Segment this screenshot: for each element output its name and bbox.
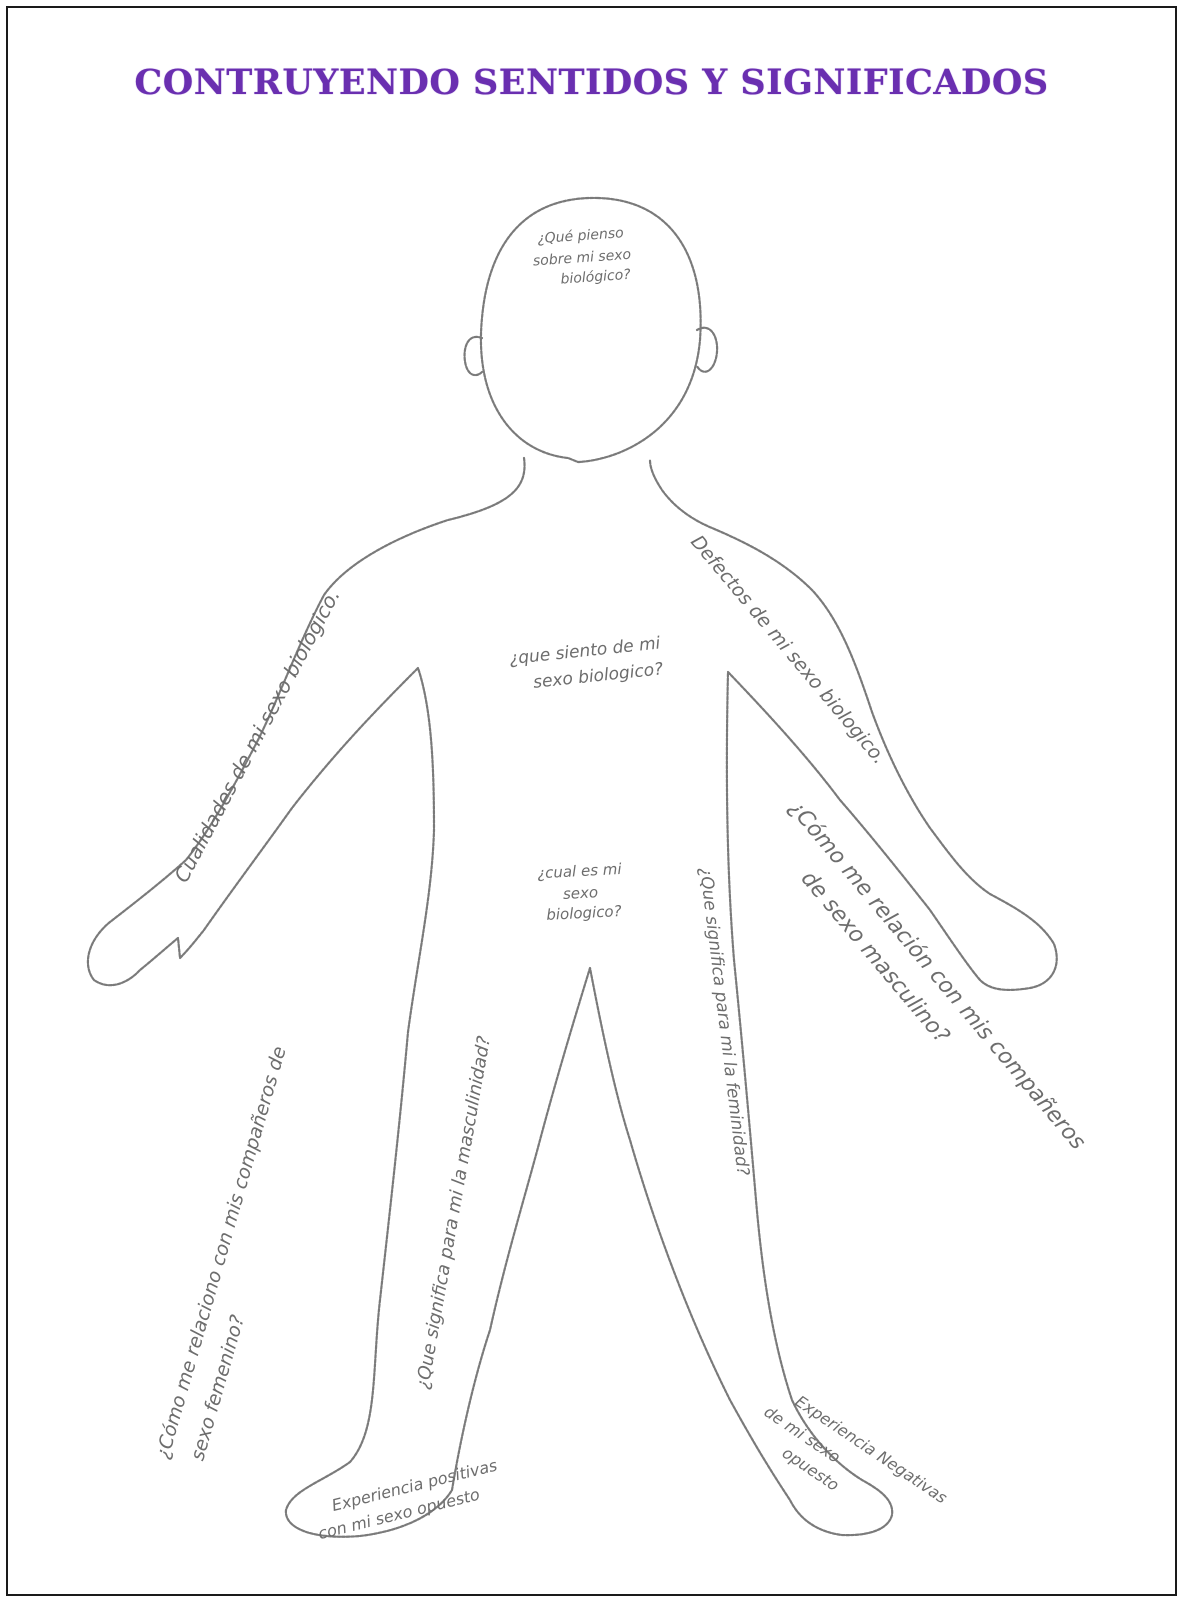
- left-arm-label: Cualidades de mi sexo biologico.: [169, 585, 345, 887]
- pelvis-question: ¿cual es mi sexo biologico?: [537, 860, 629, 925]
- pelvis-question-line: sexo: [563, 883, 599, 903]
- right-side-question-line: ¿Cómo me relación con mis compañeros: [783, 796, 1090, 1155]
- chest-question: ¿que siento de mi sexo biologico?: [508, 633, 669, 695]
- right-foot-experience: Experiencia Negativas de mi sexo opuesto: [747, 1380, 955, 1551]
- head-question-line: sobre mi sexo: [532, 247, 631, 270]
- left-leg-question: ¿Que significa para mi la masculinidad?: [412, 1034, 495, 1391]
- left-side-question: ¿Cómo me relaciono con mis compañeros de…: [152, 1038, 325, 1471]
- head-question: ¿Qué pienso sobre mi sexo biológico?: [531, 224, 638, 289]
- head-question-line: biológico?: [560, 267, 632, 288]
- handwritten-annotations: ¿Qué pienso sobre mi sexo biológico? ¿qu…: [152, 224, 1095, 1551]
- pelvis-question-line: ¿cual es mi: [537, 860, 623, 882]
- right-side-question: ¿Cómo me relación con mis compañeros de …: [756, 796, 1095, 1183]
- right-leg-question: ¿Que significa para mi la feminidad?: [695, 866, 753, 1177]
- pelvis-question-line: biologico?: [546, 902, 622, 924]
- right-arm-label: Defectos de mi sexo biologico.: [686, 531, 890, 769]
- left-ear-outline: [465, 337, 482, 375]
- head-question-line: ¿Qué pienso: [537, 225, 624, 247]
